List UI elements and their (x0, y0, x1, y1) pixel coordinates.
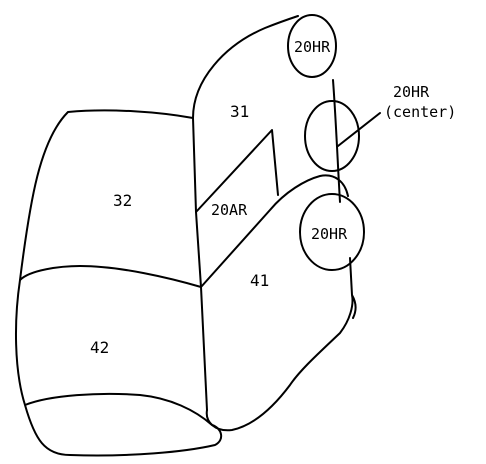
label-hr-center-line2: (center) (384, 103, 456, 121)
center-leader-line (337, 112, 381, 147)
label-32: 32 (113, 191, 132, 210)
label-41: 41 (250, 271, 269, 290)
center-divider (195, 211, 208, 411)
headrest-bottom-circle (299, 193, 365, 271)
label-31: 31 (230, 102, 249, 121)
panel-32-outline (19, 109, 202, 288)
label-hr-center-line1: 20HR (393, 83, 430, 101)
panel-31-outline (192, 15, 341, 213)
panel-41-outline (200, 174, 357, 432)
headrest-center-circle (304, 100, 360, 172)
label-hr-bottom: 20HR (311, 225, 348, 243)
panel-20ar-outline (195, 129, 279, 213)
panel-42-outline (14, 279, 223, 457)
label-20ar: 20AR (211, 201, 248, 219)
label-42: 42 (90, 338, 109, 357)
label-hr-top: 20HR (294, 38, 331, 56)
headrest-top-circle (287, 14, 337, 78)
